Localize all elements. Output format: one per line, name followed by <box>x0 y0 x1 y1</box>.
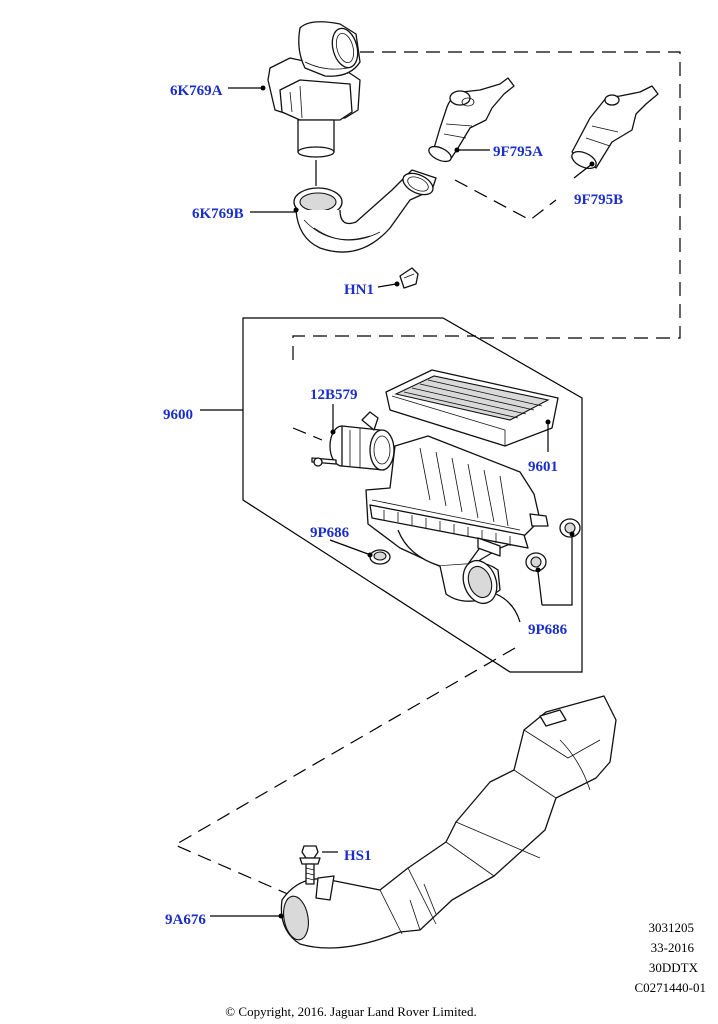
part-9p686-grommets <box>369 518 581 572</box>
part-6k769b-duct <box>293 169 437 253</box>
ref-line-3: 30DDTX <box>649 960 699 975</box>
ref-line-4: C0271440-01 <box>635 980 707 995</box>
part-hn1-clip <box>399 267 419 289</box>
part-6k769a-resonator <box>267 21 361 158</box>
part-hs1-bolt <box>299 845 321 885</box>
part-9f795a-hose <box>428 77 515 163</box>
leader-lines <box>200 85 595 919</box>
callout-hs1: HS1 <box>344 848 372 864</box>
callout-9a676: 9A676 <box>165 912 206 928</box>
callout-6k769a: 6K769A <box>170 83 223 99</box>
callout-9601: 9601 <box>528 459 558 475</box>
callout-hn1: HN1 <box>344 282 374 298</box>
assembly-9600-outline <box>242 317 583 673</box>
part-9a676-intake-duct <box>280 695 617 949</box>
part-12b579-sensor <box>311 411 395 471</box>
part-9600-air-cleaner-housing <box>365 435 549 605</box>
callout-9600: 9600 <box>163 407 193 423</box>
part-9f795b-hose <box>571 85 659 170</box>
ref-line-1: 3031205 <box>649 920 695 935</box>
reference-block: 3031205 33-2016 30DDTX C0271440-01 <box>635 920 707 995</box>
callout-labels: 6K769A 6K769B 9F795A 9F795B HN1 9600 12B… <box>163 83 623 928</box>
assembly-guides <box>173 51 681 896</box>
callout-9p686-right: 9P686 <box>528 622 568 638</box>
part-9601-filter <box>385 369 559 447</box>
callout-6k769b: 6K769B <box>192 206 244 222</box>
callout-9f795a: 9F795A <box>493 144 543 160</box>
callout-12b579: 12B579 <box>310 387 358 403</box>
copyright-notice: © Copyright, 2016. Jaguar Land Rover Lim… <box>225 1004 476 1019</box>
callout-9p686-left: 9P686 <box>310 525 350 541</box>
callout-9f795b: 9F795B <box>574 192 623 208</box>
ref-line-2: 33-2016 <box>651 940 695 955</box>
